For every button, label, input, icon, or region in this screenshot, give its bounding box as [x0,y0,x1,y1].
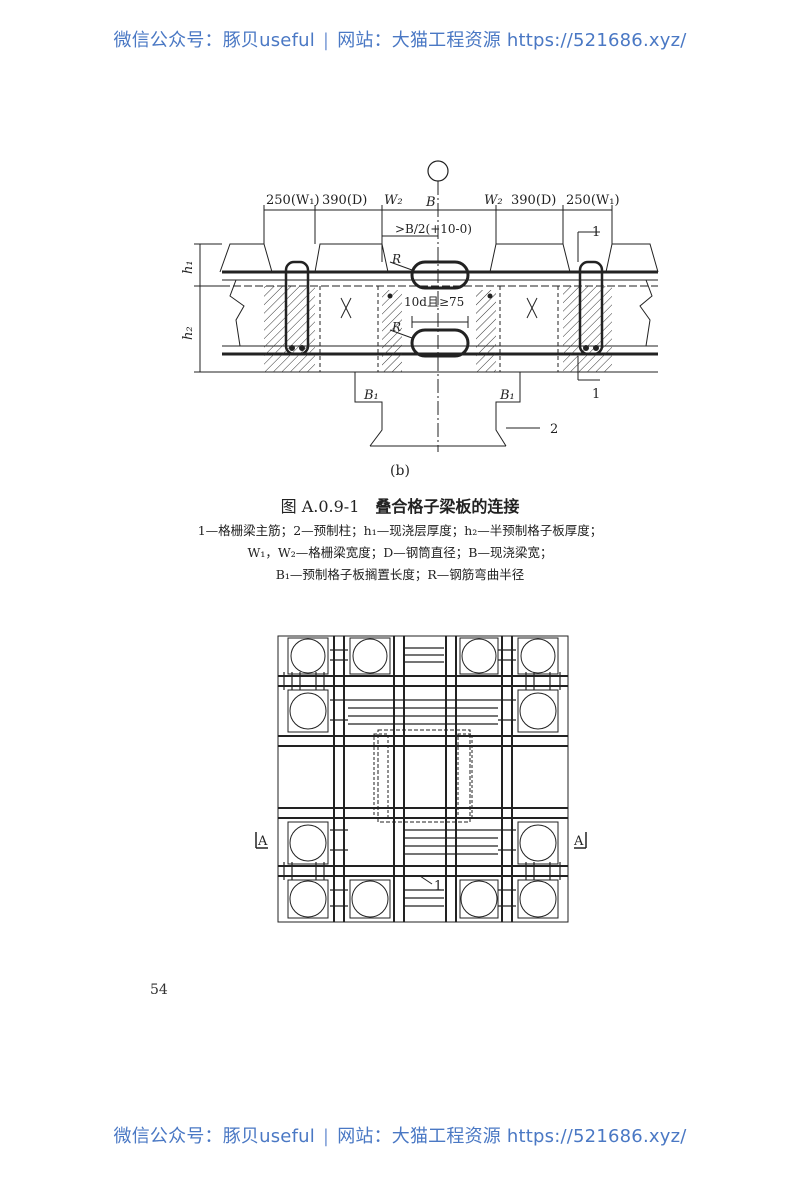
hairpin-top [410,260,470,290]
header-watermark-right: 网站：大猫工程资源 https://521686.xyz/ [337,30,687,51]
axis-bubble [427,160,449,182]
dim-r-top: R [391,252,401,266]
dim-b1-right: B₁ [499,388,515,403]
dim-d-left: 390(D) [322,193,367,208]
hairpin-bottom [410,328,470,358]
break-line-right [639,279,653,347]
dim-b: B [425,195,436,210]
page-number: 54 [150,982,168,998]
dim-w1-right: 250(W₁) [566,193,620,208]
dim-h2: h₂ [181,326,196,340]
break-line-left [229,279,245,347]
plan-outline [277,635,569,923]
header-watermark-left: 微信公众号：豚贝useful [113,30,315,51]
stirrup-left [284,260,310,356]
dim-d-right: 390(D) [511,193,556,208]
section-drawing-b [194,160,659,452]
figure-legend-line-1: 1—格栅梁主筋；2—预制柱；h₁—现浇层厚度；h₂—半预制格子板厚度； [197,523,603,538]
precast-panel-outline-left [219,243,273,273]
figure-title: 图 A.0.9-1 叠合格子梁板的连接 [0,493,800,517]
section-label-left: A [257,834,268,849]
dim-w2-left: W₂ [384,193,403,208]
footer-watermark-right: 网站：大猫工程资源 https://521686.xyz/ [337,1126,687,1147]
header-watermark-separator: | [322,30,330,51]
footer-watermark-separator: | [322,1126,330,1147]
dim-w2-right: W₂ [484,193,503,208]
callout-1-top: 1 [592,225,600,240]
grid-beam-hatch-right [563,286,612,372]
dim-half-b: >B/2(+10-0) [395,222,472,236]
figure-legend-line-3: B₁—预制格子板搁置长度；R—钢筋弯曲半径 [275,567,525,582]
plan-stirrup-ticks [283,649,561,907]
grid-beam-hatch-left [264,286,315,372]
stirrup-right [578,260,604,356]
footer-watermark: 微信公众号：豚贝useful | 网站：大猫工程资源 https://521686.… [0,1122,800,1148]
figure-name: 叠合格子梁板的连接 [375,497,520,516]
header-watermark: 微信公众号：豚贝useful | 网站：大猫工程资源 https://521686.… [0,26,800,52]
figure-legend-line-2: W₁，W₂—格栅梁宽度；D—钢筒直径；B—现浇梁宽； [247,545,553,560]
dim-h1: h₁ [181,260,196,274]
dim-lap-length: 10d且≥75 [404,295,464,309]
plan-central-opening [377,729,471,823]
plan-drawing [255,635,587,923]
figure-number: 图 A.0.9-1 [280,497,360,516]
section-label-right: A [573,834,584,849]
precast-column-outline [354,372,383,447]
footer-watermark-left: 微信公众号：豚贝useful [113,1126,315,1147]
callout-1-bottom: 1 [592,387,600,402]
plan-lap-bars [348,647,498,907]
dim-w1-left: 250(W₁) [266,193,320,208]
section-b-labels: 250(W₁) 390(D) W₂ B W₂ 390(D) 250(W₁) >B… [181,193,620,437]
precast-panel-outline-right [489,243,571,273]
dim-r-bottom: R [391,320,401,334]
hollow-core-marks [340,297,538,319]
plan-callout-1: 1 [434,879,442,894]
figure-sub-label: (b) [390,463,410,479]
callout-2: 2 [550,422,558,437]
plan-hollow-cells [287,637,559,919]
dim-b1-left: B₁ [363,388,379,403]
plan-labels: A A 1 [257,834,584,894]
plan-grid-lines [278,636,568,922]
